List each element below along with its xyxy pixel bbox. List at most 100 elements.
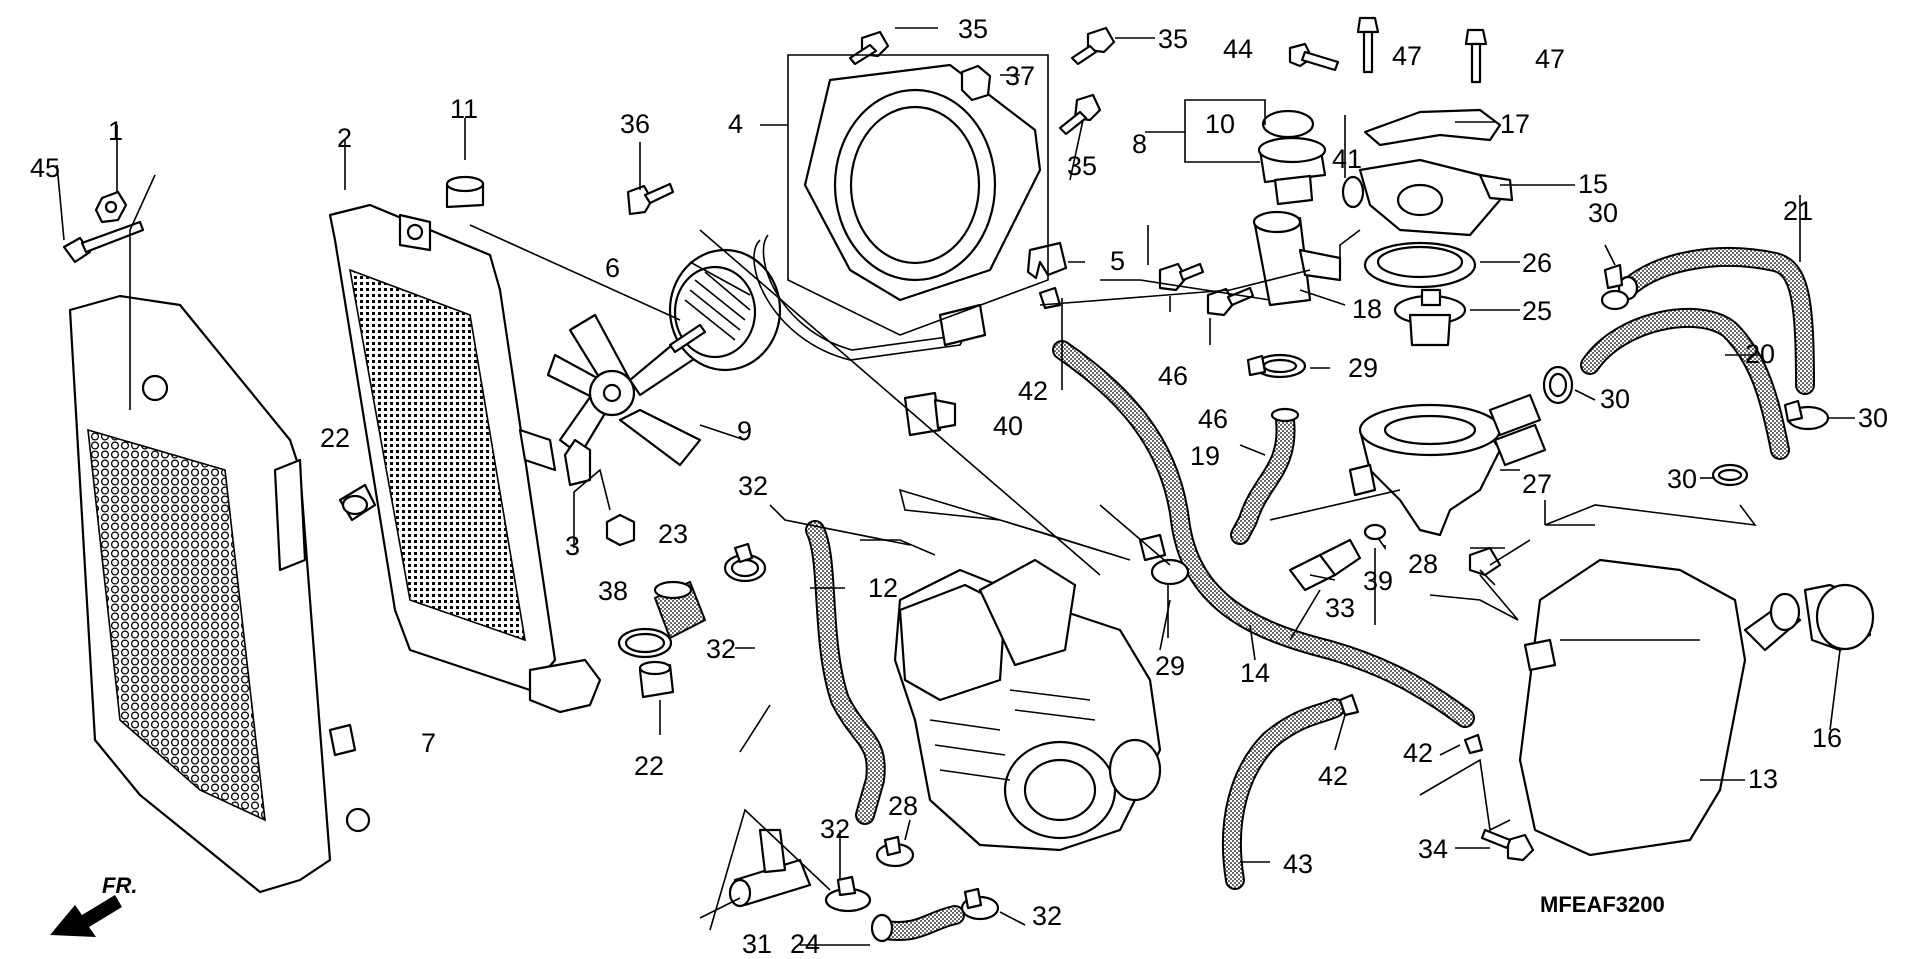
callout-29b: 29 — [1155, 651, 1185, 681]
callout-22b: 22 — [634, 751, 664, 781]
filler-cap-8 — [1257, 136, 1327, 206]
temp-sensor-33 — [1288, 538, 1362, 592]
clamp-28-b — [875, 835, 915, 868]
radiator — [328, 203, 602, 714]
clamp-29-a — [1246, 353, 1307, 379]
callout-38: 38 — [598, 576, 628, 606]
callout-42b: 42 — [1318, 761, 1348, 791]
clip-5 — [1026, 241, 1068, 280]
callout-29a: 29 — [1348, 353, 1378, 383]
clamp-32-d — [960, 887, 1000, 921]
callout-11: 11 — [450, 94, 478, 124]
callout-30d: 30 — [1667, 464, 1697, 494]
callout-31: 31 — [742, 929, 772, 959]
grommet-11 — [445, 175, 485, 209]
callout-43: 43 — [1283, 849, 1313, 879]
callout-27: 27 — [1522, 469, 1552, 499]
callout-8: 8 — [1132, 129, 1147, 159]
reserve-tank-cap-16 — [1803, 583, 1875, 652]
diagram-code: MFEAF3200 — [1540, 892, 1665, 917]
radiator-shroud — [68, 294, 371, 894]
bolt-46-b — [1206, 286, 1255, 317]
callout-20: 20 — [1745, 339, 1775, 369]
bolt-44 — [1288, 42, 1340, 72]
callout-32d: 32 — [1032, 901, 1062, 931]
callout-12: 12 — [868, 573, 898, 603]
clamp-29-b — [1138, 533, 1190, 586]
hose-24 — [870, 905, 965, 943]
callout-36: 36 — [620, 109, 650, 139]
callout-17: 17 — [1500, 109, 1530, 139]
hose-12 — [805, 520, 886, 825]
callout-7: 7 — [421, 728, 436, 758]
callout-28b: 28 — [888, 791, 918, 821]
thermostat-25 — [1393, 288, 1467, 347]
bolt-35-c — [1058, 93, 1102, 136]
hose-14 — [1052, 340, 1475, 728]
callouts: 1 2 3 4 5 6 7 8 9 10 11 12 13 14 15 16 1… — [30, 14, 1888, 959]
callout-25: 25 — [1522, 296, 1552, 326]
cooling-fan — [546, 313, 702, 467]
hose-43 — [1221, 698, 1345, 890]
clamp-32-c — [824, 875, 872, 913]
callout-2: 2 — [337, 123, 352, 153]
callout-40: 40 — [993, 411, 1023, 441]
callout-32b: 32 — [706, 634, 736, 664]
front-direction-arrow: FR. — [50, 873, 137, 937]
callout-30a: 30 — [1588, 198, 1618, 228]
callout-10: 10 — [1205, 109, 1235, 139]
callout-3: 3 — [565, 531, 580, 561]
callout-26: 26 — [1522, 248, 1552, 278]
bolt-47-b — [1464, 28, 1488, 84]
t-joint-31 — [728, 828, 812, 908]
collar-22-upper — [338, 483, 377, 522]
callout-21: 21 — [1783, 196, 1813, 226]
callout-42a: 42 — [1018, 376, 1048, 406]
collar-22-lower — [638, 660, 675, 699]
thermostat-housing-27 — [1348, 393, 1547, 537]
callout-5: 5 — [1110, 246, 1125, 276]
nut-1 — [94, 190, 128, 224]
filler-neck-18 — [1252, 210, 1342, 307]
clip-42-a — [1038, 286, 1062, 310]
callout-23: 23 — [658, 519, 688, 549]
nut-37 — [960, 64, 992, 102]
callout-28a: 28 — [1408, 549, 1438, 579]
engine — [893, 558, 1162, 852]
clamp-30-a — [1600, 263, 1630, 311]
callout-30b: 30 — [1600, 384, 1630, 414]
callout-33: 33 — [1325, 593, 1355, 623]
callout-32a: 32 — [738, 471, 768, 501]
clamp-32-a — [617, 627, 673, 659]
clip-42-c — [1463, 733, 1484, 755]
callout-19: 19 — [1190, 441, 1220, 471]
front-direction-label: FR. — [102, 873, 137, 898]
hose-23 — [653, 580, 707, 640]
bolt-35-a — [848, 30, 890, 66]
callout-6: 6 — [605, 253, 620, 283]
callout-24: 24 — [790, 929, 820, 959]
leader-lines — [56, 27, 1855, 946]
nut-38 — [605, 513, 636, 547]
bolt-47-a — [1356, 16, 1380, 74]
bolt-35-b — [1070, 26, 1116, 66]
clamp-30-b — [1542, 365, 1574, 405]
callout-15: 15 — [1578, 169, 1608, 199]
fan-motor — [668, 248, 782, 372]
grommet-3 — [563, 438, 592, 487]
callout-32c: 32 — [820, 814, 850, 844]
bolt-34 — [1480, 828, 1535, 862]
callout-41: 41 — [1332, 144, 1362, 174]
callout-4: 4 — [728, 109, 743, 139]
callout-30c: 30 — [1858, 403, 1888, 433]
callout-14: 14 — [1240, 658, 1270, 688]
bolt-36 — [626, 182, 675, 216]
clip-28-a — [1468, 546, 1502, 577]
clamp-30-c — [1783, 399, 1830, 431]
callout-47b: 47 — [1535, 44, 1565, 74]
cap-10 — [1261, 109, 1315, 139]
callout-42c: 42 — [1403, 738, 1433, 768]
callout-35b: 35 — [1158, 24, 1188, 54]
washer-39 — [1363, 523, 1387, 541]
